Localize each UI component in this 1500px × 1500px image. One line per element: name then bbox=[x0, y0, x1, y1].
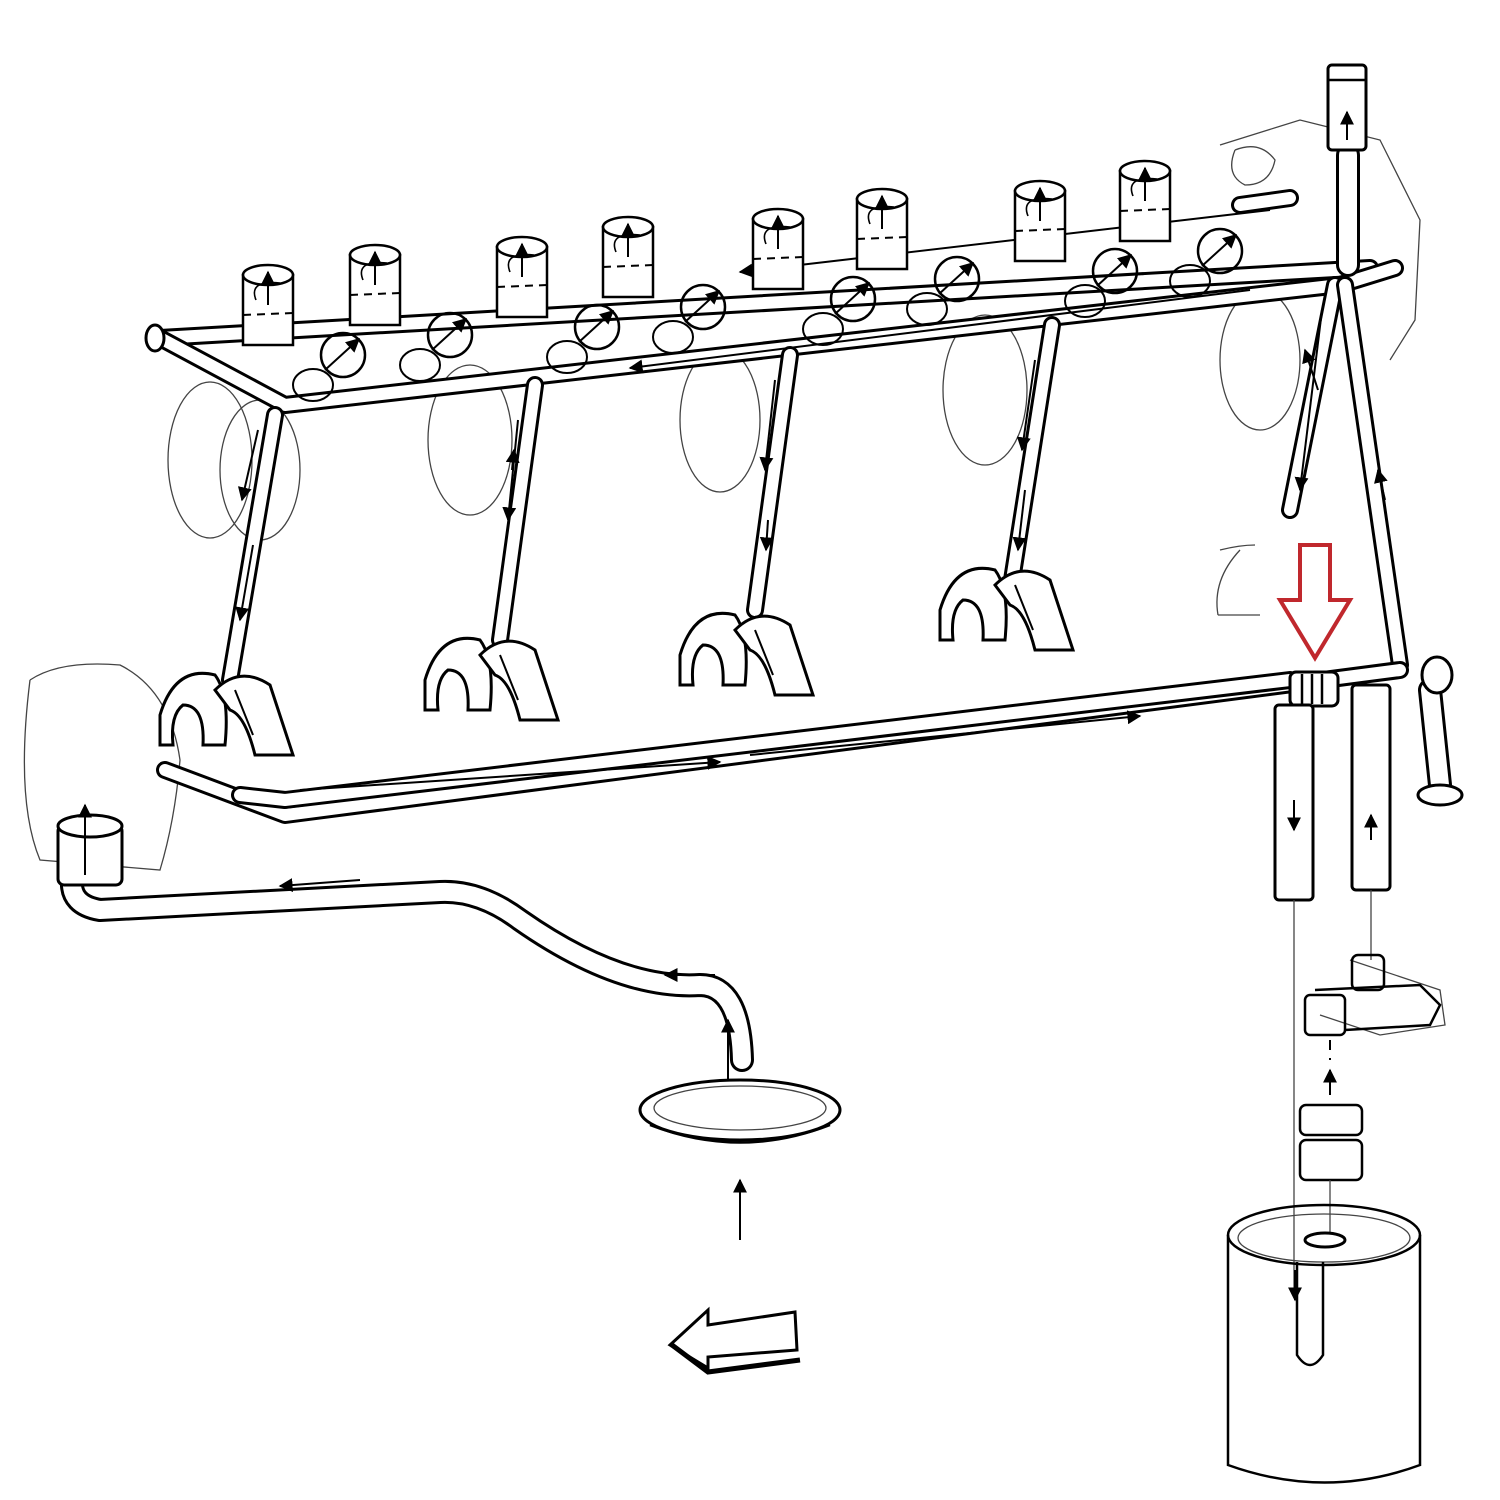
crank-throw-outlines bbox=[167, 289, 1301, 541]
lifter-roller bbox=[1169, 227, 1244, 298]
lifter bbox=[241, 263, 295, 347]
right-riser-tubes bbox=[1281, 276, 1464, 807]
red-outline-down-arrow-icon bbox=[1276, 543, 1354, 662]
lifter-roller bbox=[652, 283, 727, 354]
lifter-roller bbox=[802, 275, 877, 346]
lifter bbox=[1013, 179, 1067, 263]
hydraulic-lifters bbox=[241, 159, 1244, 402]
bypass-valve-parts bbox=[1298, 953, 1442, 1240]
main-bearing-cap bbox=[158, 671, 296, 757]
lifter-roller bbox=[546, 303, 621, 374]
filter-adapter-fittings bbox=[1273, 670, 1392, 1290]
oil-pressure-sender bbox=[1326, 63, 1368, 277]
oil-pickup-tube bbox=[56, 803, 842, 1240]
oil-filter bbox=[1226, 1203, 1422, 1484]
lifter bbox=[348, 243, 402, 327]
lifter bbox=[1118, 159, 1172, 243]
upper-oil-galleries bbox=[144, 189, 1404, 414]
lifter-roller bbox=[906, 255, 981, 326]
main-bearing-cap bbox=[938, 566, 1076, 652]
bearing-feed-tubes bbox=[221, 316, 1061, 689]
lifter-roller bbox=[292, 331, 367, 402]
lifter bbox=[495, 235, 549, 319]
lifter-roller bbox=[1064, 247, 1139, 318]
lifter bbox=[751, 207, 805, 291]
lifter-roller bbox=[399, 311, 474, 382]
lower-oil-gallery bbox=[156, 661, 1409, 824]
lifter bbox=[601, 215, 655, 299]
main-bearing-cap bbox=[678, 611, 816, 697]
main-bearing-cap bbox=[423, 636, 561, 722]
lifter bbox=[855, 187, 909, 271]
main-bearings bbox=[158, 566, 1076, 757]
hollow-left-arrow-icon bbox=[667, 1306, 801, 1375]
